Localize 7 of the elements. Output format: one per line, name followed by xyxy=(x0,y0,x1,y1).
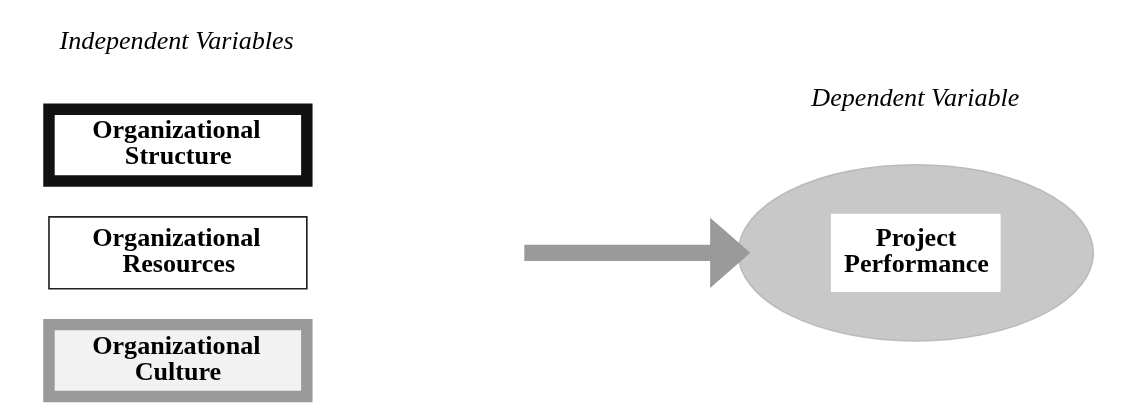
label: Independent Variables xyxy=(59,25,294,55)
label: Dependent Variable xyxy=(811,82,1020,112)
node-box: Organizational Culture xyxy=(43,318,313,403)
node-ellipse: Project Performance xyxy=(737,163,1095,342)
node-box: Organizational Resources xyxy=(48,216,308,290)
arrow xyxy=(524,217,751,288)
node-box: Organizational Structure xyxy=(43,103,313,187)
